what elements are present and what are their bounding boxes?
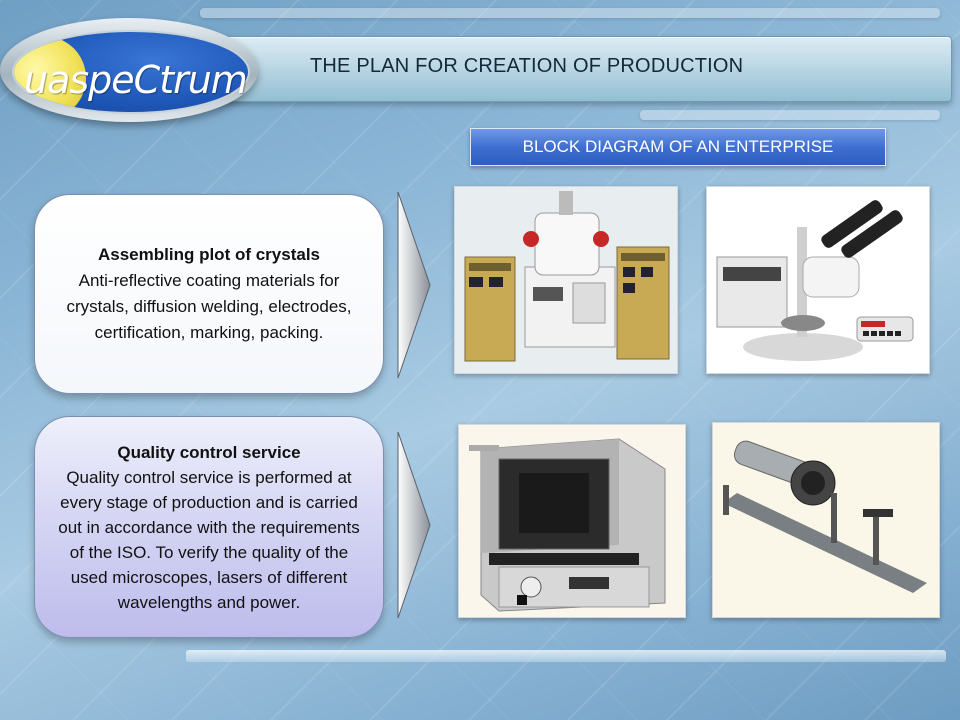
background-stripe bbox=[640, 110, 940, 120]
chevron-right-arrow-icon bbox=[397, 191, 431, 379]
subtitle-text: BLOCK DIAGRAM OF AN ENTERPRISE bbox=[522, 137, 834, 156]
logo: uaspeCtrum bbox=[0, 18, 258, 122]
furnace-photo bbox=[458, 424, 686, 618]
page-title: THE PLAN FOR CREATION OF PRODUCTION bbox=[310, 55, 744, 77]
chevron-right-arrow-icon bbox=[397, 431, 431, 619]
logo-badge bbox=[12, 30, 250, 114]
logo-text: uaspeCtrum bbox=[24, 58, 248, 102]
section-body: Anti-reflective coating materials for cr… bbox=[66, 271, 352, 342]
section-card-quality-control: Quality control service Quality control … bbox=[34, 416, 384, 638]
header-bar bbox=[150, 36, 952, 102]
section-heading: Quality control service bbox=[117, 442, 301, 462]
stereo-microscope-photo bbox=[706, 186, 930, 374]
logo-yellow-crescent bbox=[14, 36, 86, 112]
background-stripe bbox=[200, 8, 940, 18]
subtitle-banner: BLOCK DIAGRAM OF AN ENTERPRISE bbox=[470, 128, 886, 166]
section-heading: Assembling plot of crystals bbox=[98, 245, 320, 264]
footer-stripe bbox=[186, 650, 946, 662]
vacuum-coating-machine-photo bbox=[454, 186, 678, 374]
section-body: Quality control service is performed at … bbox=[58, 467, 360, 612]
section-card-assembling: Assembling plot of crystals Anti-reflect… bbox=[34, 194, 384, 394]
optical-bench-photo bbox=[712, 422, 940, 618]
